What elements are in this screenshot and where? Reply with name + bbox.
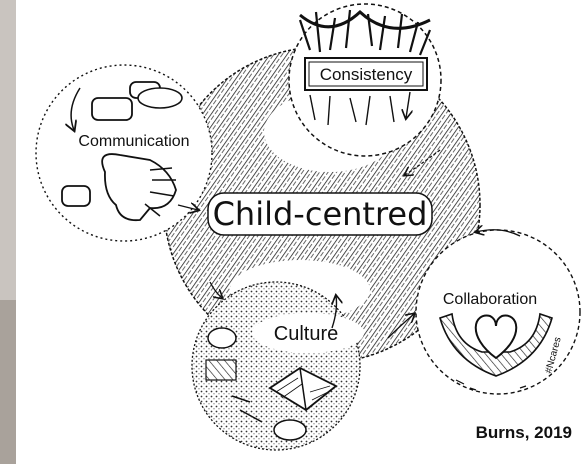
center-label: Child-centred: [213, 195, 428, 233]
arrows-icon: [298, 9, 432, 125]
node-collaboration: Collaboration #Ncares: [415, 229, 581, 395]
books-and-objects-icon: [205, 327, 338, 441]
communication-label: Communication: [78, 133, 189, 150]
node-consistency: Consistency: [288, 3, 442, 157]
credit-label: Burns, 2019: [476, 423, 572, 442]
culture-label: Culture: [274, 323, 338, 345]
arrow-culture-to-collaboration: [387, 314, 414, 339]
hands-holding-heart-icon: [439, 312, 553, 391]
node-culture: Culture: [191, 281, 364, 451]
arrow-collaboration-to-consistency: [476, 230, 521, 237]
arrow-communication-to-culture: [209, 281, 222, 298]
left-edge-shade: [0, 300, 16, 464]
node-communication: Communication: [35, 64, 213, 242]
center-label-box: Child-centred: [207, 192, 433, 236]
cycle-arrows: [209, 149, 521, 339]
consistency-label: Consistency: [320, 65, 413, 84]
speech-bubbles-hand-icon: [61, 81, 198, 222]
collaboration-label: Collaboration: [443, 291, 537, 308]
